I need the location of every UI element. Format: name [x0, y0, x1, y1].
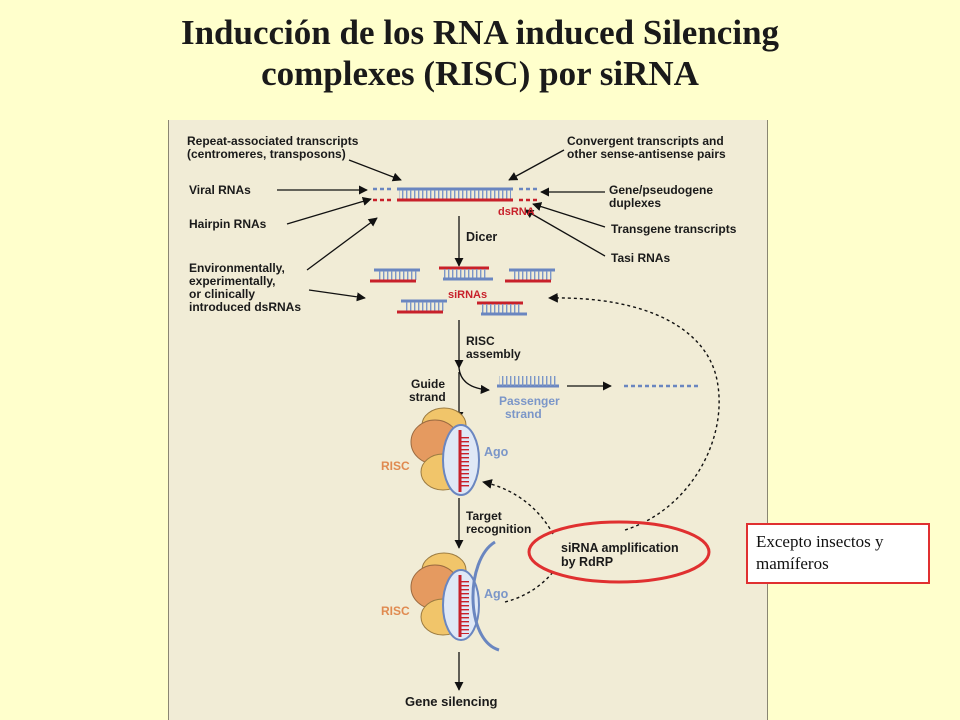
label-risc-assembly-1: RISC — [466, 334, 495, 348]
label-repeat-transcripts-2: (centromeres, transposons) — [187, 147, 346, 161]
label-guide-2: strand — [409, 390, 446, 404]
label-guide-1: Guide — [411, 377, 445, 391]
title-line-2: complexes (RISC) por siRNA — [261, 54, 699, 93]
note-box: Excepto insectos y mamíferos — [746, 523, 930, 584]
title-line-1: Inducción de los RNA induced Silencing — [180, 13, 780, 52]
arrow-tasi — [524, 209, 606, 257]
highlight-ellipse — [527, 520, 711, 584]
label-clinically: or clinically — [189, 287, 255, 301]
page-title: Inducción de los RNA induced Silencing c… — [0, 12, 960, 94]
label-risc-assembly-2: assembly — [466, 347, 521, 361]
risc-complex-1 — [410, 407, 480, 496]
label-gene-silencing: Gene silencing — [405, 694, 498, 709]
label-convergent-1: Convergent transcripts and — [567, 134, 724, 148]
label-experimentally: experimentally, — [189, 274, 275, 288]
label-dicer: Dicer — [466, 230, 497, 244]
label-dsrna: dsRNA — [498, 206, 535, 218]
label-passenger-2: strand — [505, 407, 542, 421]
note-line-2: mamíferos — [756, 554, 829, 573]
label-viral-rnas: Viral RNAs — [189, 183, 251, 197]
label-gene-pseudogene: Gene/pseudogene — [609, 183, 713, 197]
label-tasi: Tasi RNAs — [611, 251, 670, 265]
label-ago-1: Ago — [484, 445, 509, 459]
label-convergent-2: other sense-antisense pairs — [567, 147, 726, 161]
label-environmentally: Environmentally, — [189, 261, 285, 275]
label-hairpin-rnas: Hairpin RNAs — [189, 217, 267, 231]
passenger-strand — [497, 376, 559, 388]
label-transgene: Transgene transcripts — [611, 222, 737, 236]
arrow-hairpin — [286, 196, 372, 225]
label-amplification-2: by RdRP — [561, 555, 613, 569]
dsrna-duplex — [373, 187, 539, 202]
sirna-pathway-diagram: Repeat-associated transcripts (centromer… — [168, 120, 768, 720]
label-ago-2: Ago — [484, 587, 509, 601]
arrow-transgene — [532, 202, 606, 228]
label-sirnas: siRNAs — [448, 289, 487, 301]
note-line-1: Excepto insectos y — [756, 532, 884, 551]
label-risc-2: RISC — [381, 604, 410, 618]
label-duplexes: duplexes — [609, 196, 661, 210]
sirna-duplexes — [370, 266, 555, 316]
label-introduced-dsrnas: introduced dsRNAs — [189, 300, 301, 314]
diagram-canvas: Repeat-associated transcripts (centromer… — [187, 134, 737, 709]
amplification-loop — [482, 292, 720, 603]
arrow-environmental — [306, 217, 378, 271]
label-passenger-1: Passenger — [499, 394, 560, 408]
label-repeat-transcripts-1: Repeat-associated transcripts — [187, 134, 359, 148]
arrow-convergent — [508, 149, 565, 181]
label-target-1: Target — [466, 509, 502, 523]
arrow-repeat — [348, 159, 402, 182]
label-amplification-1: siRNA amplification — [561, 541, 679, 555]
label-target-2: recognition — [466, 522, 531, 536]
label-risc-1: RISC — [381, 459, 410, 473]
risc-complex-2 — [410, 540, 500, 652]
